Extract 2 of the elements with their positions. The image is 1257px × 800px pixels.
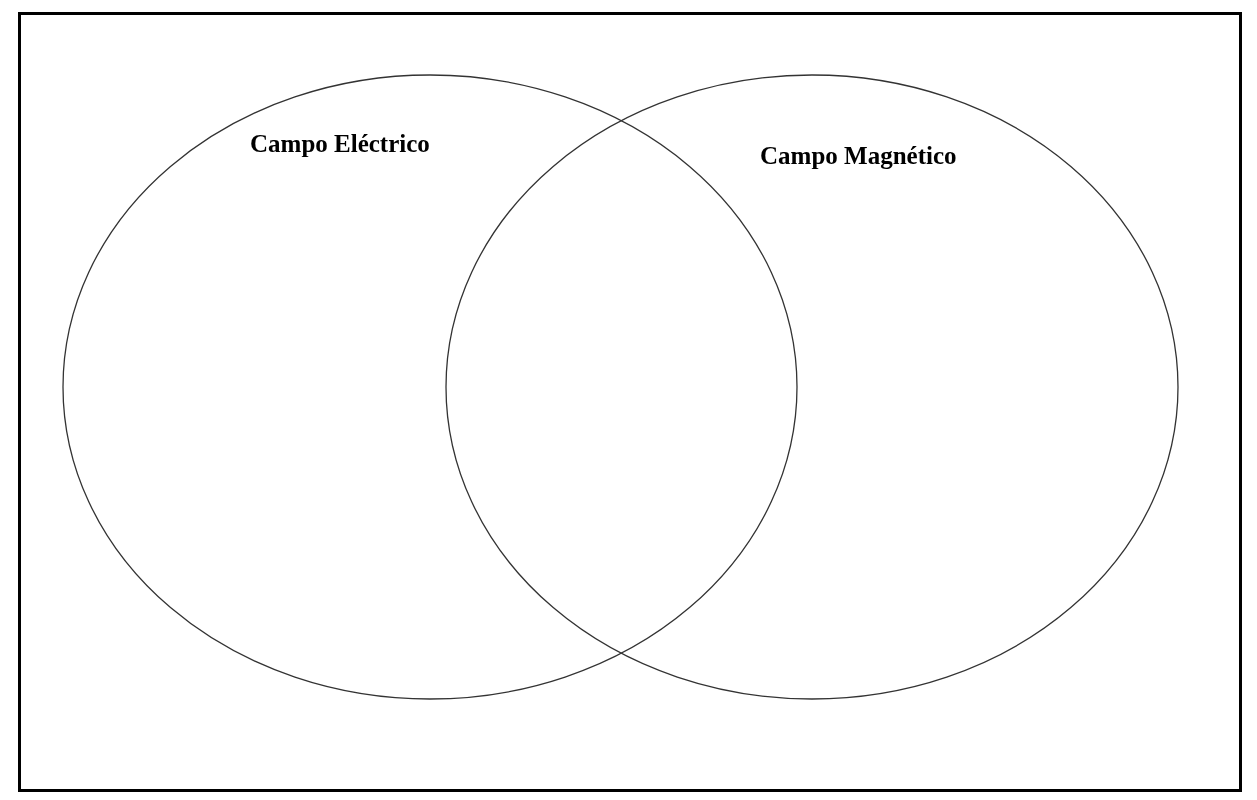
set-label: Campo Magnético — [760, 142, 957, 170]
set-label: Campo Eléctrico — [250, 130, 430, 158]
